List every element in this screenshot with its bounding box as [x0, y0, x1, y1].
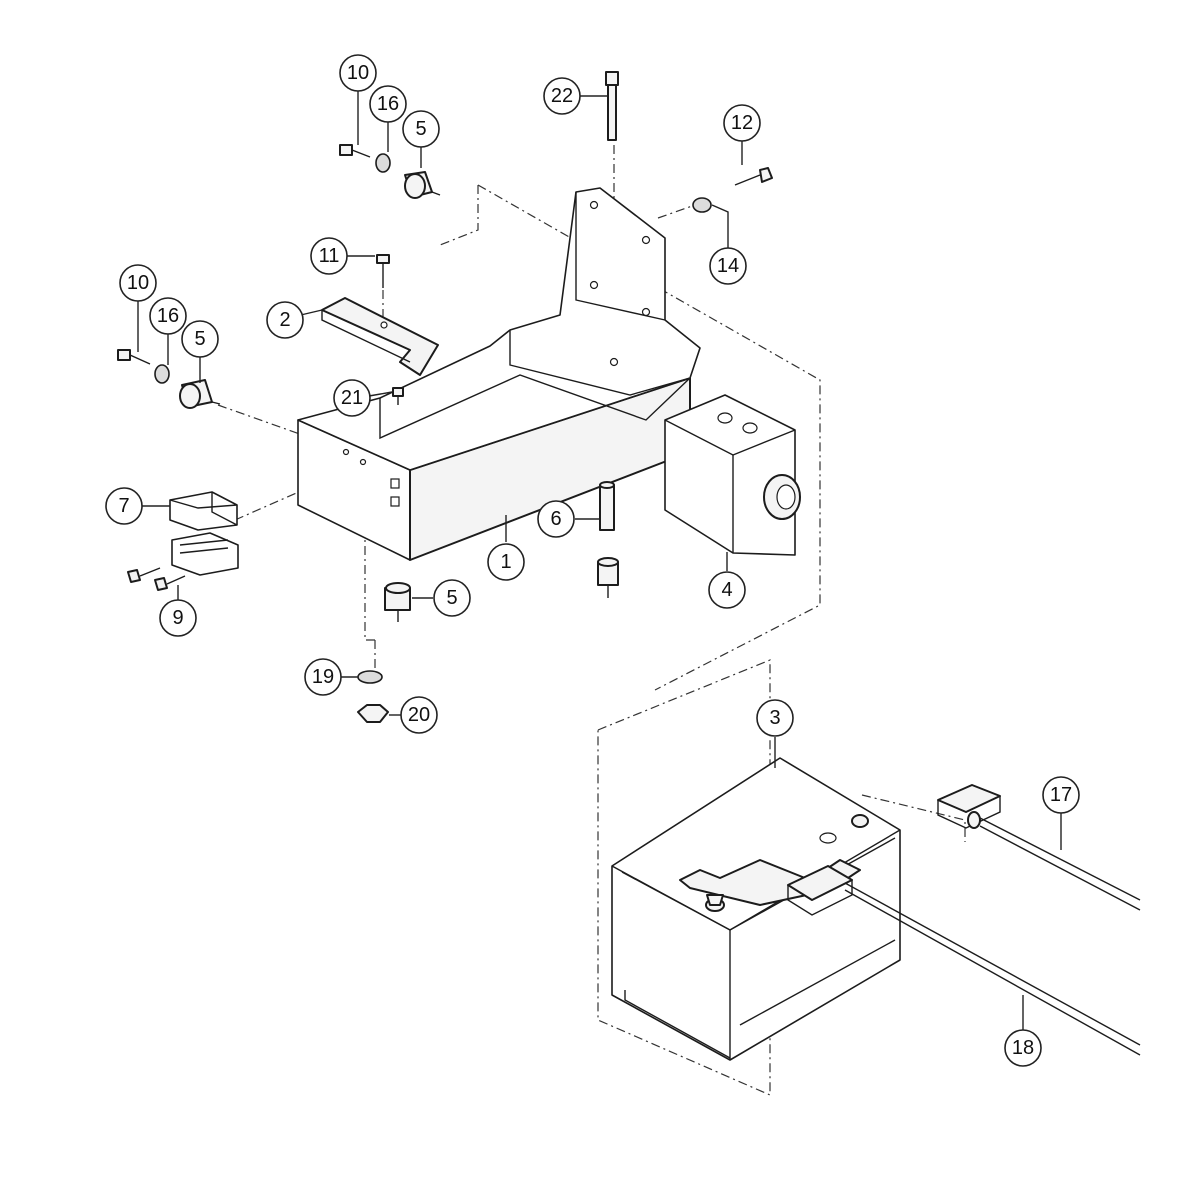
callout-10-top-label: 10: [347, 62, 369, 84]
control-box: [664, 394, 801, 556]
callout-20: 20: [400, 696, 438, 734]
clamp-bracket: [321, 297, 439, 376]
callout-18-label: 18: [1012, 1037, 1034, 1059]
cable-18: [787, 865, 1141, 1056]
callout-11: 11: [310, 237, 348, 275]
callout-4: 4: [708, 571, 746, 609]
callout-10-left: 10: [119, 264, 157, 302]
callout-5-left-label: 5: [194, 328, 205, 350]
cable-17: [937, 784, 1141, 911]
callout-5-top-label: 5: [415, 118, 426, 140]
battery-tray: [297, 187, 701, 561]
spacer-and-mount: [597, 481, 619, 598]
callout-2: 2: [266, 301, 304, 339]
callout-10-left-label: 10: [127, 272, 149, 294]
callout-12: 12: [723, 104, 761, 142]
callout-1-label: 1: [500, 551, 511, 573]
callout-16-left-label: 16: [157, 305, 179, 327]
callout-16-left: 16: [149, 297, 187, 335]
callout-9-label: 9: [172, 607, 183, 629]
callout-5-left: 5: [181, 320, 219, 358]
rubber-mounts: [179, 171, 441, 622]
callout-5-bottom: 5: [433, 579, 471, 617]
callout-17-label: 17: [1050, 784, 1072, 806]
callout-22-label: 22: [551, 85, 573, 107]
callout-6-label: 6: [550, 508, 561, 530]
terminal-block: [169, 491, 239, 576]
callout-9: 9: [159, 599, 197, 637]
leader-lines: [127, 91, 1062, 1030]
callout-12-label: 12: [731, 112, 753, 134]
callout-5-top: 5: [402, 110, 440, 148]
callout-2-label: 2: [279, 309, 290, 331]
fasteners: [117, 71, 773, 723]
callout-18: 18: [1004, 1029, 1042, 1067]
callout-19: 19: [304, 658, 342, 696]
callout-16-top: 16: [369, 85, 407, 123]
callout-14-label: 14: [717, 255, 739, 277]
callout-3: 3: [756, 699, 794, 737]
callout-21-label: 21: [341, 387, 363, 409]
callout-7-label: 7: [118, 495, 129, 517]
callout-11-label: 11: [319, 245, 340, 267]
callout-4-label: 4: [721, 579, 732, 601]
callout-6: 6: [537, 500, 575, 538]
callout-14: 14: [709, 247, 747, 285]
callout-3-label: 3: [769, 707, 780, 729]
callout-17: 17: [1042, 776, 1080, 814]
callout-7: 7: [105, 487, 143, 525]
callout-10-top: 10: [339, 54, 377, 92]
callout-21: 21: [333, 379, 371, 417]
callout-5-bottom-label: 5: [446, 587, 457, 609]
battery: [611, 757, 901, 1061]
callout-20-label: 20: [408, 704, 430, 726]
callout-1: 1: [487, 543, 525, 581]
callout-16-top-label: 16: [377, 93, 399, 115]
callout-19-label: 19: [312, 666, 334, 688]
callout-22: 22: [543, 77, 581, 115]
